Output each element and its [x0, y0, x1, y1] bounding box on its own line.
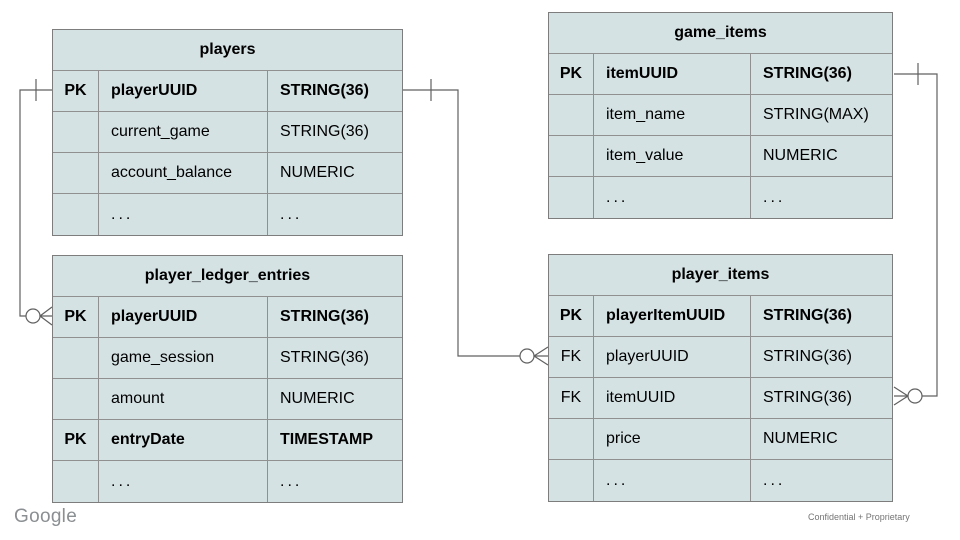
column-type-cell: ... — [280, 205, 303, 223]
key-cell: PK — [53, 297, 99, 337]
cardinality-zero-circle — [519, 348, 535, 364]
table-row: PK itemUUID STRING(36) — [549, 54, 892, 95]
column-name-cell: item_name — [594, 95, 751, 135]
relationship-players-ledger — [19, 79, 53, 326]
column-type-cell: ... — [763, 188, 786, 206]
er-table-player-items: player_items PK playerItemUUID STRING(36… — [548, 254, 893, 502]
key-cell — [53, 461, 99, 502]
column-type-cell: STRING(36) — [280, 82, 369, 99]
column-type-cell: NUMERIC — [763, 147, 838, 164]
column-type-cell: STRING(36) — [763, 65, 852, 82]
column-name-cell: ... — [594, 460, 751, 501]
table-row: FK itemUUID STRING(36) — [549, 378, 892, 419]
column-name-cell: ... — [594, 177, 751, 218]
table-row: account_balance NUMERIC — [53, 153, 402, 194]
column-name-cell: account_balance — [99, 153, 268, 193]
relationship-players-player-items — [403, 79, 549, 366]
table-row: ... ... — [549, 460, 892, 501]
column-name-cell: entryDate — [99, 420, 268, 460]
column-name-cell: current_game — [99, 112, 268, 152]
table-row: price NUMERIC — [549, 419, 892, 460]
er-table-game-items: game_items PK itemUUID STRING(36) item_n… — [548, 12, 893, 219]
column-type-cell: TIMESTAMP — [280, 431, 374, 448]
cardinality-zero-circle — [25, 308, 41, 324]
key-cell: FK — [549, 378, 594, 418]
key-cell: PK — [549, 296, 594, 336]
table-row: ... ... — [53, 461, 402, 502]
column-name-cell: item_value — [594, 136, 751, 176]
column-type-cell: ... — [280, 472, 303, 490]
key-cell — [53, 112, 99, 152]
key-cell: PK — [549, 54, 594, 94]
column-name-cell: price — [594, 419, 751, 459]
column-name-cell: playerUUID — [99, 297, 268, 337]
table-title: player_ledger_entries — [53, 256, 402, 297]
column-name-cell: ... — [99, 461, 268, 502]
table-row: item_name STRING(MAX) — [549, 95, 892, 136]
column-type-cell: STRING(36) — [280, 349, 369, 366]
table-title: player_items — [549, 255, 892, 296]
relationship-line — [403, 89, 520, 357]
column-type-cell: STRING(36) — [763, 389, 852, 406]
table-row: ... ... — [53, 194, 402, 235]
table-title: players — [53, 30, 402, 71]
table-row: PK playerUUID STRING(36) — [53, 297, 402, 338]
er-table-players: players PK playerUUID STRING(36) current… — [52, 29, 403, 236]
google-logo: Google — [14, 506, 78, 527]
key-cell: FK — [549, 337, 594, 377]
column-name-cell: amount — [99, 379, 268, 419]
column-name-cell: itemUUID — [594, 378, 751, 418]
table-row: PK playerUUID STRING(36) — [53, 71, 402, 112]
relationship-line — [19, 89, 52, 317]
column-name-cell: game_session — [99, 338, 268, 378]
column-type-cell: STRING(36) — [763, 348, 852, 365]
confidential-note: Confidential + Proprietary — [808, 512, 910, 522]
column-type-cell: NUMERIC — [280, 164, 355, 181]
column-type-cell: NUMERIC — [763, 430, 838, 447]
cardinality-many-crowfoot — [533, 346, 549, 366]
column-name-cell: playerUUID — [99, 71, 268, 111]
key-cell: PK — [53, 420, 99, 460]
column-name-cell: ... — [99, 194, 268, 235]
key-cell: PK — [53, 71, 99, 111]
cardinality-many-crowfoot — [39, 306, 53, 326]
column-type-cell: STRING(36) — [280, 123, 369, 140]
cardinality-zero-circle — [907, 388, 923, 404]
table-row: game_session STRING(36) — [53, 338, 402, 379]
key-cell — [53, 379, 99, 419]
cardinality-many-crowfoot — [893, 386, 909, 406]
column-type-cell: STRING(36) — [280, 308, 369, 325]
column-type-cell: NUMERIC — [280, 390, 355, 407]
column-type-cell: STRING(MAX) — [763, 106, 869, 123]
er-table-player-ledger-entries: player_ledger_entries PK playerUUID STRI… — [52, 255, 403, 503]
key-cell — [549, 95, 594, 135]
column-name-cell: playerUUID — [594, 337, 751, 377]
table-row: amount NUMERIC — [53, 379, 402, 420]
table-row: item_value NUMERIC — [549, 136, 892, 177]
relationship-game-items-player-items — [893, 63, 938, 406]
key-cell — [549, 460, 594, 501]
column-name-cell: itemUUID — [594, 54, 751, 94]
table-row: PK entryDate TIMESTAMP — [53, 420, 402, 461]
key-cell — [549, 136, 594, 176]
table-row: ... ... — [549, 177, 892, 218]
column-name-cell: playerItemUUID — [594, 296, 751, 336]
column-type-cell: ... — [763, 471, 786, 489]
column-type-cell: STRING(36) — [763, 307, 852, 324]
key-cell — [53, 338, 99, 378]
key-cell — [549, 419, 594, 459]
relationship-line — [894, 73, 938, 397]
key-cell — [53, 153, 99, 193]
table-row: FK playerUUID STRING(36) — [549, 337, 892, 378]
key-cell — [549, 177, 594, 218]
table-title: game_items — [549, 13, 892, 54]
table-row: current_game STRING(36) — [53, 112, 402, 153]
key-cell — [53, 194, 99, 235]
table-row: PK playerItemUUID STRING(36) — [549, 296, 892, 337]
